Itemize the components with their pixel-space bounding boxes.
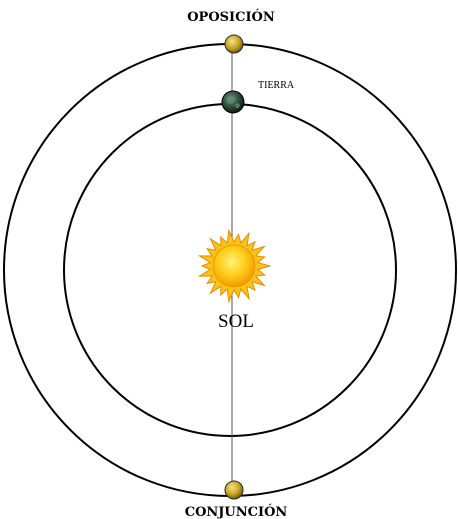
opposition-label: OPOSICIÓN bbox=[187, 8, 275, 25]
planet-conjunction-icon bbox=[224, 480, 244, 500]
conjunction-label: CONJUNCIÓN bbox=[185, 503, 288, 519]
planet-opposition-icon bbox=[224, 34, 244, 54]
earth-icon bbox=[221, 90, 245, 114]
sun-icon bbox=[197, 228, 272, 304]
sun-label: SOL bbox=[218, 311, 254, 332]
earth-label: TIERRA bbox=[258, 80, 295, 91]
